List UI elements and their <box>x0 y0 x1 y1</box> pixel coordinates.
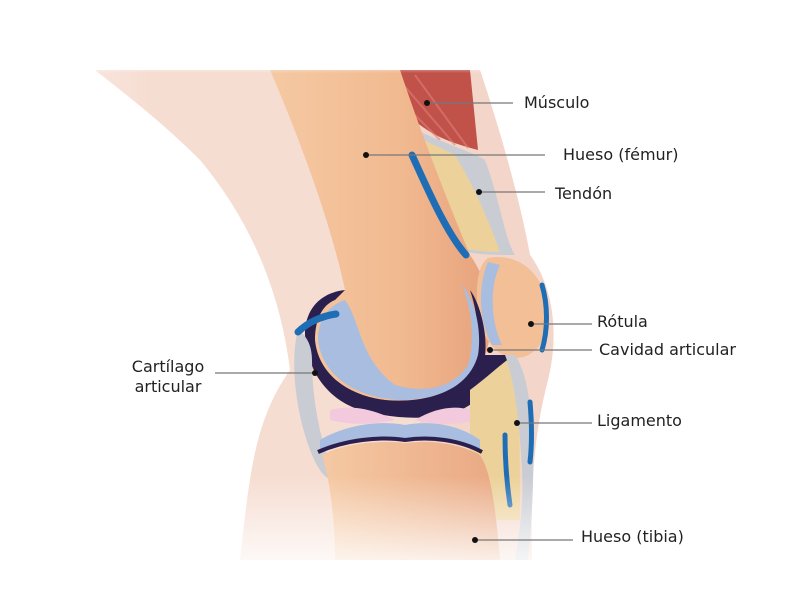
label-cartilago-line2: articular <box>134 377 202 396</box>
dot-rotula <box>528 321 534 327</box>
label-musculo: Músculo <box>524 93 590 112</box>
bottom-fade <box>0 60 800 580</box>
dot-ligamento <box>514 420 520 426</box>
dot-tendon <box>476 189 482 195</box>
label-hueso-femur: Hueso (fémur) <box>563 145 679 164</box>
dot-musculo <box>424 100 430 106</box>
dot-cartilago <box>312 370 318 376</box>
dot-hueso-femur <box>363 152 369 158</box>
label-tendon: Tendón <box>555 184 613 203</box>
leader-dots <box>312 100 534 543</box>
label-cartilago-articular: Cartílago articular <box>120 357 216 397</box>
label-ligamento: Ligamento <box>597 411 682 430</box>
label-hueso-tibia: Hueso (tibia) <box>581 527 684 546</box>
dot-hueso-tibia <box>472 537 478 543</box>
label-cartilago-line1: Cartílago <box>131 357 205 376</box>
leader-lines <box>215 102 592 541</box>
label-rotula: Rótula <box>597 312 648 331</box>
dot-cavidad <box>487 347 493 353</box>
label-cavidad-articular: Cavidad articular <box>599 340 736 359</box>
